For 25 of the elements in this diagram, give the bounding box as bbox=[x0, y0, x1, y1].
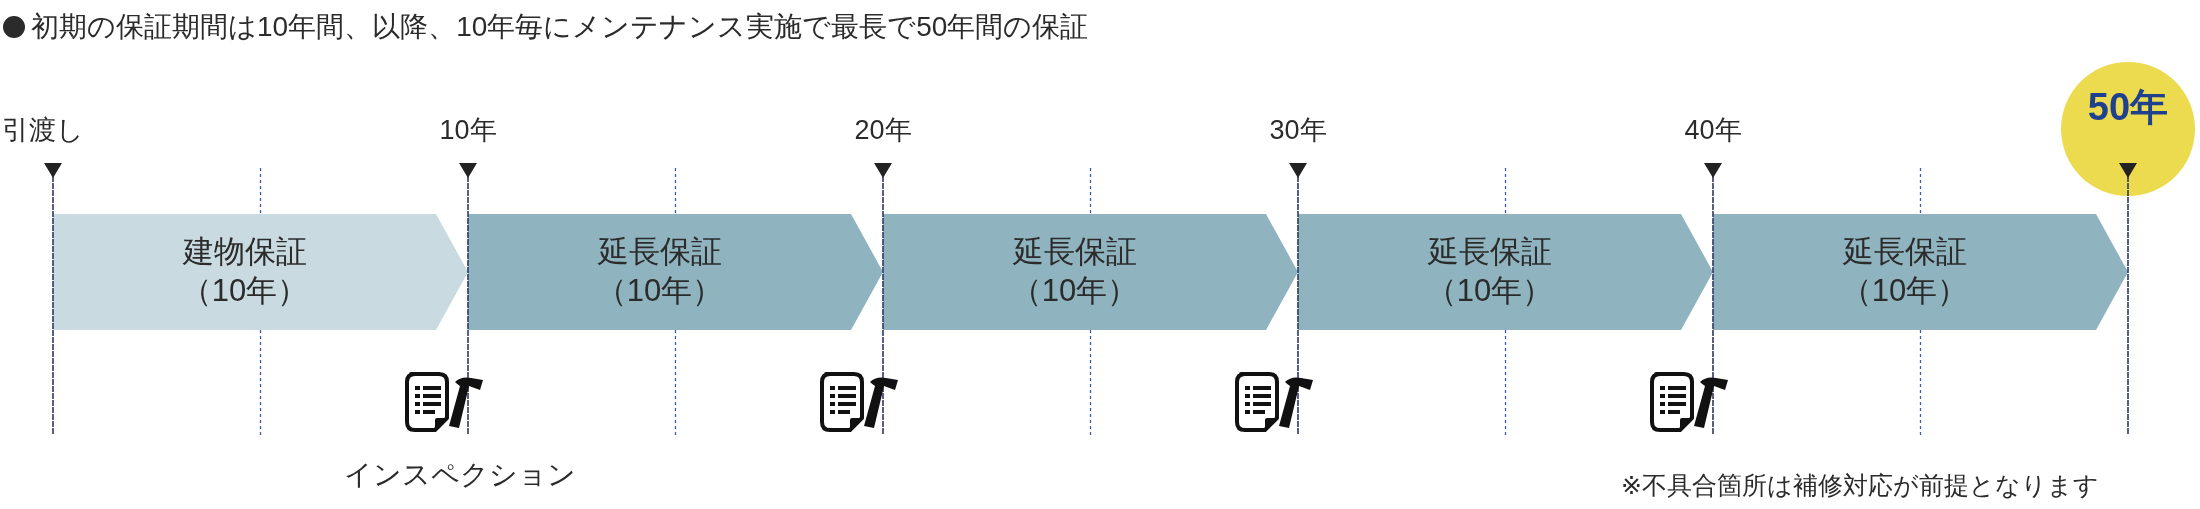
chevron-band bbox=[53, 214, 468, 330]
milestone-text: 50年 bbox=[2087, 85, 2169, 130]
band-title: 延長保証 bbox=[1012, 233, 1137, 272]
band-duration: （10年） bbox=[1840, 272, 1969, 310]
inspection-label: インスペクション bbox=[344, 458, 576, 492]
milestone-circle bbox=[2061, 62, 2195, 196]
band-duration: （10年） bbox=[1010, 272, 1139, 310]
chevron-band bbox=[1713, 214, 2128, 330]
band-title: 延長保証 bbox=[1427, 233, 1552, 272]
band-duration: （10年） bbox=[1425, 272, 1554, 310]
band-title: 建物保証 bbox=[182, 233, 307, 272]
milestone-label: 40年 bbox=[1684, 114, 1742, 147]
milestone-label: 20年 bbox=[854, 114, 912, 147]
chevron-band bbox=[883, 214, 1298, 330]
title: 初期の保証期間は10年間、以降、10年毎にメンテナンス実施で最長で50年間の保証 bbox=[31, 10, 1089, 44]
milestone-label: 引渡し bbox=[2, 114, 84, 147]
milestone-label: 10年 bbox=[439, 114, 497, 147]
milestone-label: 30年 bbox=[1269, 114, 1327, 147]
band-title: 延長保証 bbox=[597, 233, 722, 272]
band-duration: （10年） bbox=[180, 272, 309, 310]
chevron-band bbox=[1298, 214, 1713, 330]
chevron-band bbox=[468, 214, 883, 330]
band-duration: （10年） bbox=[595, 272, 724, 310]
band-title: 延長保証 bbox=[1842, 233, 1967, 272]
footnote: ※不具合箇所は補修対応が前提となります bbox=[1621, 470, 2099, 500]
